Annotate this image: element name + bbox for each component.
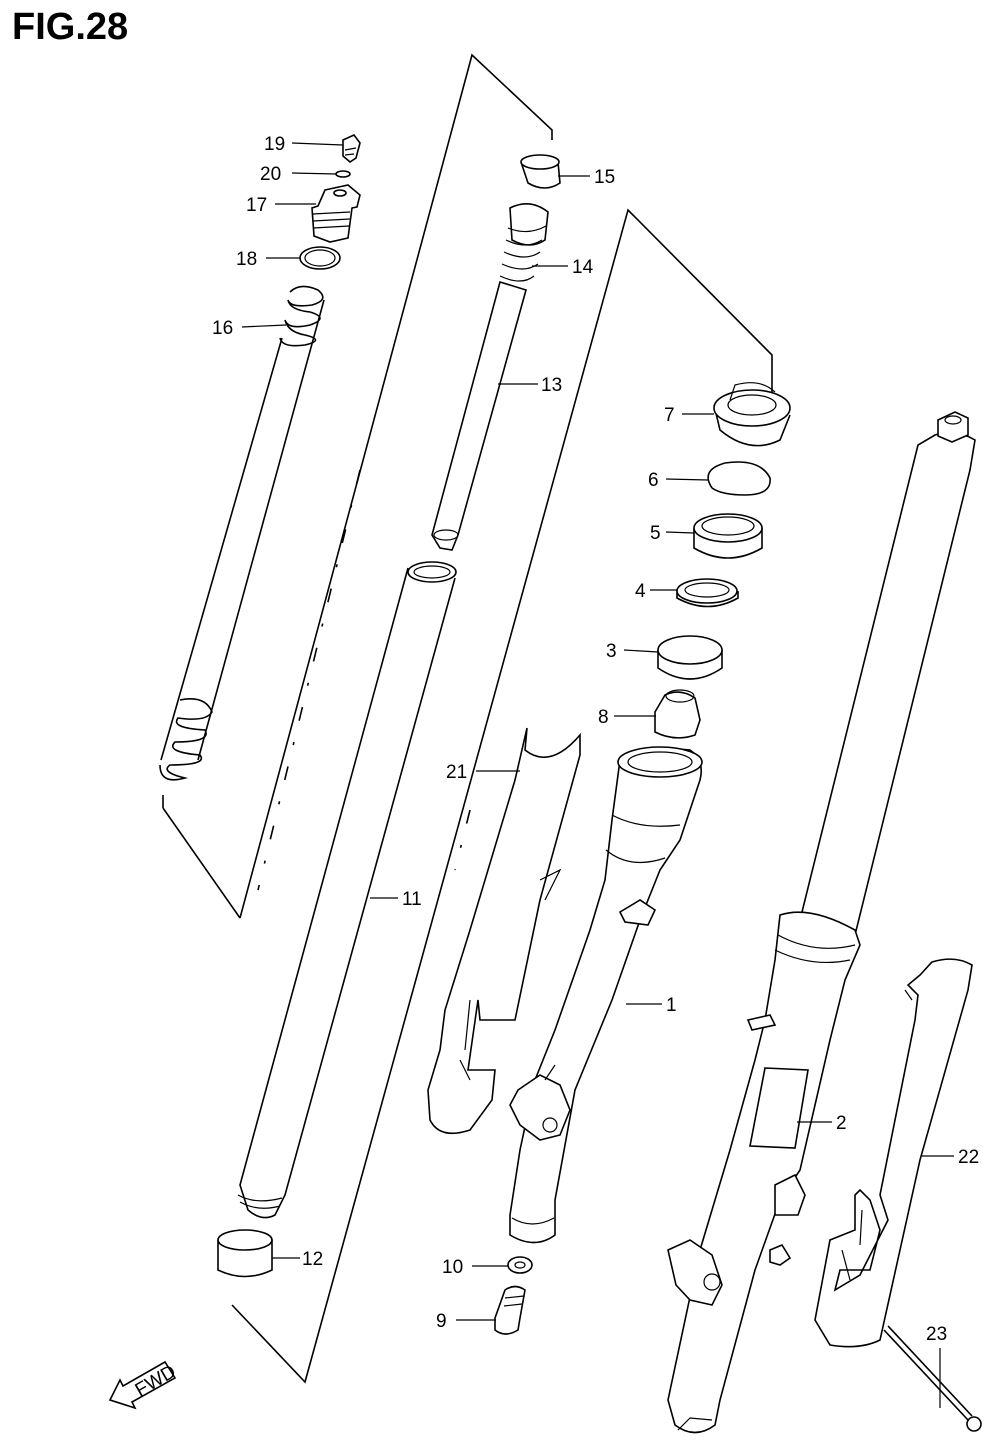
callout-19: 19 <box>264 134 285 155</box>
figure-title: FIG.28 <box>12 6 129 48</box>
part-21-fork-guard-left <box>427 727 581 1135</box>
callout-10: 10 <box>442 1257 463 1278</box>
callout-8: 8 <box>598 707 609 728</box>
callout-5: 5 <box>650 523 661 544</box>
callout-20: 20 <box>260 164 281 185</box>
part-11-inner-tube <box>237 561 457 1219</box>
callout-22: 22 <box>958 1147 979 1168</box>
callout-21: 21 <box>446 762 467 783</box>
callout-13: 13 <box>541 375 562 396</box>
callout-1: 1 <box>666 995 677 1016</box>
callout-7: 7 <box>664 405 675 426</box>
part-9-damper-rod-bolt <box>494 1285 526 1335</box>
part-16-spring <box>159 285 325 781</box>
callout-18: 18 <box>236 249 257 270</box>
callout-6: 6 <box>648 470 659 491</box>
callout-12: 12 <box>302 1249 323 1270</box>
part-14-rebound-spring <box>499 203 549 282</box>
part-12-slide-bushing <box>217 1229 273 1278</box>
callout-2: 2 <box>836 1113 847 1134</box>
axis-line-spring <box>257 469 361 891</box>
part-18-washer <box>299 246 341 270</box>
part-20-o-ring <box>335 170 351 178</box>
callout-labels: 19 20 17 18 16 15 14 13 7 6 5 4 3 8 21 1… <box>212 134 979 1345</box>
callout-9: 9 <box>436 1311 447 1332</box>
part-7-dust-seal <box>713 382 791 447</box>
group-bracket-lower <box>231 208 773 1384</box>
callout-4: 4 <box>635 581 646 602</box>
part-8-oil-lock-piece <box>654 689 701 739</box>
callout-17: 17 <box>246 195 267 216</box>
part-4-seal-spacer <box>676 578 739 608</box>
part-10-gasket-washer <box>507 1256 533 1274</box>
callout-3: 3 <box>606 641 617 662</box>
part-2-outer-tube-right <box>667 411 976 1434</box>
group-bracket-upper-left <box>162 53 553 919</box>
part-17-cap-bolt <box>311 184 361 243</box>
callout-15: 15 <box>594 167 615 188</box>
callout-23: 23 <box>926 1324 947 1345</box>
leader-lines <box>241 142 954 1408</box>
part-22-fork-guard-right <box>814 958 973 1348</box>
callout-11: 11 <box>402 889 422 910</box>
part-23-cable-tie <box>883 1325 982 1432</box>
forward-arrow-icon: FWD <box>108 1360 180 1410</box>
part-6-circlip <box>707 461 771 496</box>
part-1-outer-tube-left <box>509 746 703 1244</box>
part-19-bleed-screw <box>342 134 361 164</box>
callout-16: 16 <box>212 318 233 339</box>
part-3-guide-bushing <box>657 635 723 680</box>
part-15-piston-bushing <box>520 154 561 189</box>
callout-14: 14 <box>572 257 594 278</box>
axis-line-left <box>454 809 471 871</box>
part-5-oil-seal <box>693 513 763 559</box>
part-13-damper-rod <box>431 280 527 551</box>
